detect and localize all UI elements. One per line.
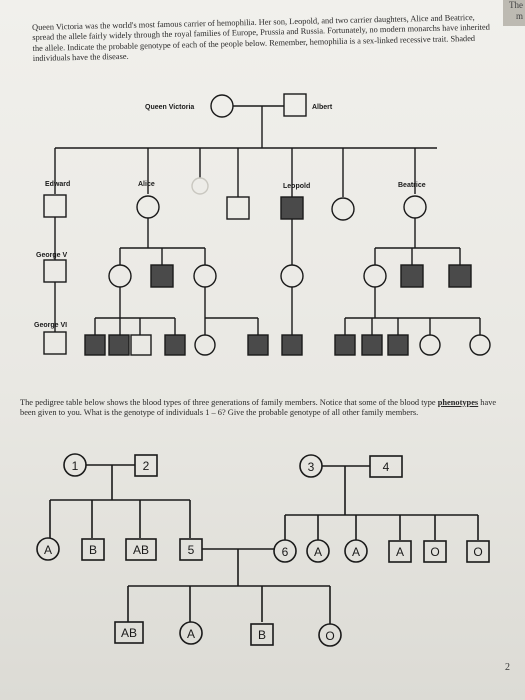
gen1-label-3: 3 <box>308 460 315 474</box>
gen3-label-3: B <box>258 628 266 642</box>
gen2-label-9: O <box>430 545 439 559</box>
label-albert: Albert <box>312 104 333 111</box>
gen2-label-2: B <box>89 543 97 557</box>
albert-square <box>283 93 307 117</box>
label-queen-victoria: Queen Victoria <box>145 104 194 111</box>
gen1-label-4: 4 <box>383 460 390 474</box>
gen2-label-8: A <box>396 545 404 559</box>
paragraph2-text-b: have been given to you. What is the geno… <box>20 398 497 418</box>
blood-type-paragraph: The pedigree table below shows the blood… <box>20 398 512 419</box>
gen2-label-7: A <box>352 545 360 559</box>
gen3-label-2: A <box>187 627 195 641</box>
gen2-label-3: AB <box>133 543 149 557</box>
label-george-v: George V <box>36 252 67 259</box>
gen2-label-1: A <box>44 543 52 557</box>
label-beatrice: Beatrice <box>398 182 426 189</box>
gen3-label-4: O <box>325 629 334 643</box>
gen1-label-2: 2 <box>143 459 150 473</box>
gen2-label-5: 6 <box>282 545 289 559</box>
paragraph2-emphasis: phenotypes <box>437 398 479 407</box>
label-leopold: Leopold <box>283 183 310 190</box>
gen2-label-6: A <box>314 545 322 559</box>
page-number: 2 <box>505 662 510 673</box>
paragraph2-text-a: The pedigree table below shows the blood… <box>20 398 438 407</box>
label-george-vi: George VI <box>34 322 67 329</box>
gen2-label-10: O <box>473 545 482 559</box>
label-edward: Edward <box>45 181 70 188</box>
george-vi-square <box>43 331 67 355</box>
gen3-label-1: AB <box>121 626 137 640</box>
gen1-label-1: 1 <box>72 459 79 473</box>
label-alice: Alice <box>138 181 155 188</box>
gen2-label-4: 5 <box>188 543 195 557</box>
